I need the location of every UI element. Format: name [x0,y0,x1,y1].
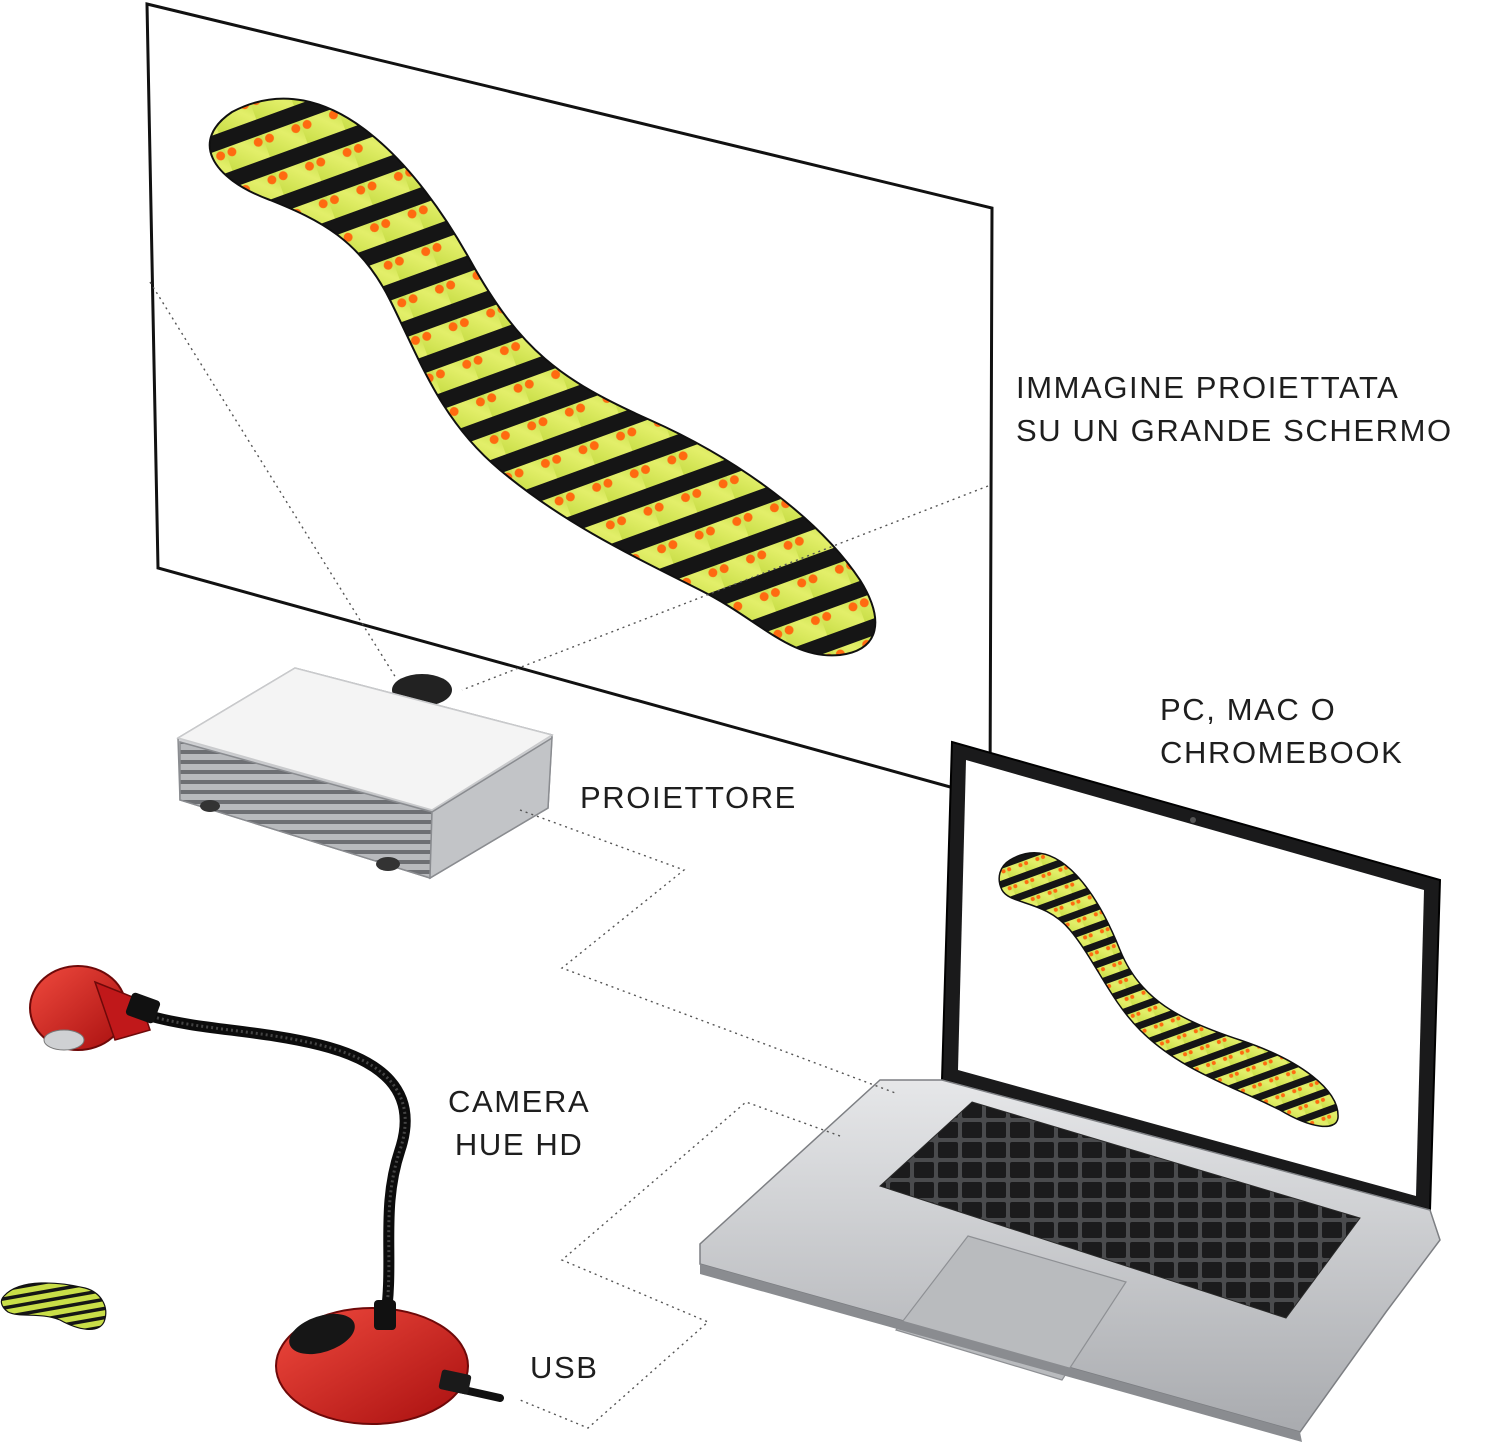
projected-image-label-line1: IMMAGINE PROIETTATA [1016,370,1400,405]
laptop-device [699,740,1442,1442]
projected-image-label: IMMAGINE PROIETTATA SU UN GRANDE SCHERMO [1016,366,1453,452]
camera-label-line2: HUE HD [454,1127,584,1162]
projection-beam-lines [149,281,989,691]
projector-label-text: PROIETTORE [580,780,797,815]
caterpillar-small [0,1282,107,1330]
projection-screen [145,2,994,800]
usb-label-text: USB [530,1350,599,1385]
computer-label: PC, MAC O CHROMEBOOK [1160,688,1403,774]
projector-device [176,667,554,880]
camera-label-line1: CAMERA [448,1084,591,1119]
computer-label-line2: CHROMEBOOK [1160,735,1404,770]
caterpillar-laptop-screen [998,852,1339,1128]
camera-label: CAMERA HUE HD [448,1080,590,1166]
usb-label: USB [530,1346,599,1389]
projected-image-label-line2: SU UN GRANDE SCHERMO [1016,413,1453,448]
connection-lines [519,809,899,1429]
document-camera-hue-hd [29,965,504,1425]
computer-label-line1: PC, MAC O [1160,692,1337,727]
caterpillar-large [208,97,877,657]
projector-label: PROIETTORE [580,776,797,819]
